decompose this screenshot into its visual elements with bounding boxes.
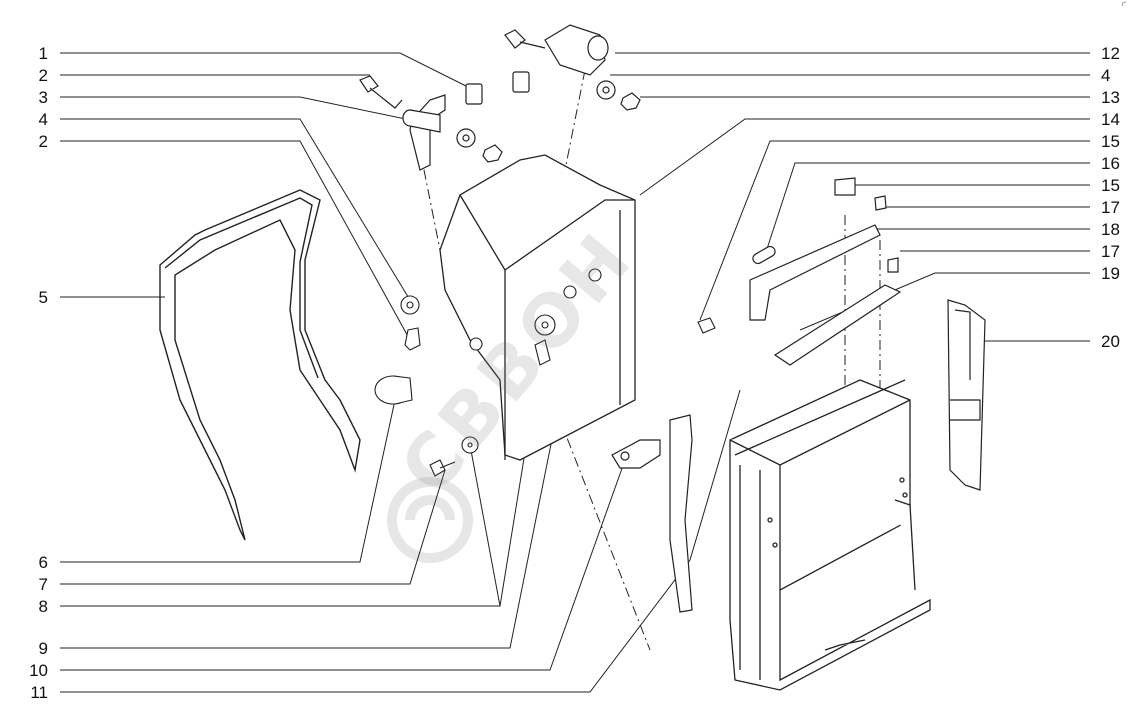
fan-shroud <box>439 154 636 461</box>
callout-5: 5 <box>38 288 48 307</box>
side-plate <box>947 299 986 491</box>
guide-plate <box>611 414 693 613</box>
callout-1: 1 <box>38 44 48 63</box>
leader-lines <box>60 52 1090 693</box>
radiator-assembly <box>729 379 931 691</box>
callout-18: 18 <box>1101 220 1120 239</box>
corner-mark: r" <box>1122 2 1127 8</box>
callout-2a: 2 <box>38 66 48 85</box>
callout-8: 8 <box>38 597 48 616</box>
callout-11: 11 <box>30 683 48 702</box>
upper-brackets <box>749 177 902 366</box>
callout-9: 9 <box>38 639 48 658</box>
rubber-seal <box>159 189 361 541</box>
callout-15a: 15 <box>1101 132 1120 151</box>
callout-17a: 17 <box>1101 198 1120 217</box>
watermark-logo <box>387 477 473 563</box>
callout-16: 16 <box>1101 154 1120 173</box>
callout-4a: 4 <box>38 110 48 129</box>
callout-3: 3 <box>38 88 48 107</box>
bracket-top-center <box>504 24 641 111</box>
shroud-fasteners <box>374 268 716 477</box>
callout-13: 13 <box>1101 88 1120 107</box>
callout-20: 20 <box>1101 332 1120 351</box>
callout-4b: 4 <box>1101 66 1111 85</box>
callout-12: 12 <box>1101 44 1120 63</box>
callout-2b: 2 <box>38 132 48 151</box>
bracket-top-left <box>359 75 503 171</box>
callout-17b: 17 <box>1101 242 1120 261</box>
callout-19: 19 <box>1101 264 1120 283</box>
callout-7: 7 <box>38 575 48 594</box>
callout-10: 10 <box>29 661 48 680</box>
callout-6: 6 <box>38 553 48 572</box>
callout-15b: 15 <box>1101 176 1120 195</box>
callout-14: 14 <box>1101 110 1120 129</box>
